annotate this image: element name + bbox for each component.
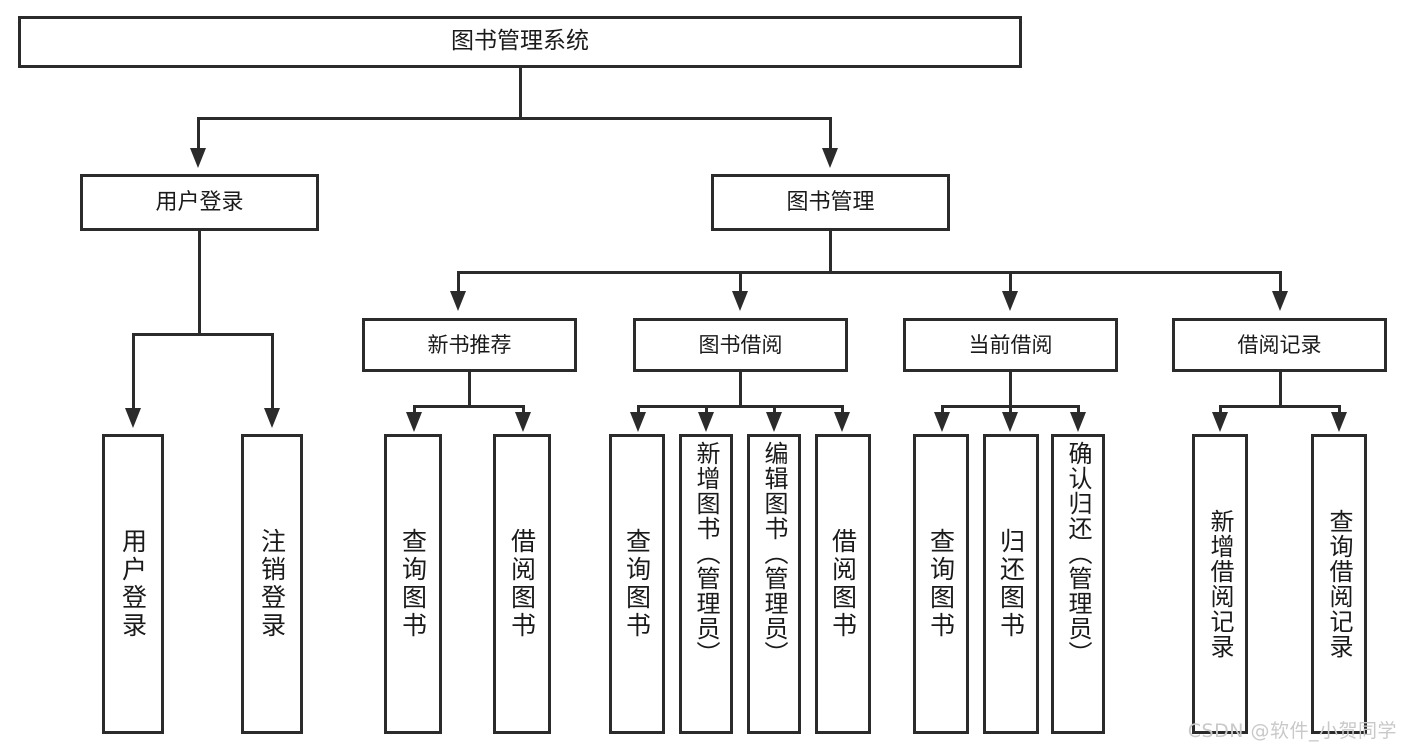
leaf-cb-query-book[interactable]: 查询图书 (913, 434, 969, 734)
connector-drop-cb-confirm (1077, 405, 1080, 415)
node-label: 查询借阅记录 (1325, 509, 1353, 659)
connector-drop-user-login (197, 117, 200, 151)
connector-drop-book-manage (829, 117, 832, 151)
arrow-borrow-record (1272, 291, 1288, 311)
leaf-bb-add-book[interactable]: 新增图书（管理员） (679, 434, 733, 734)
node-label: 查询图书 (398, 528, 428, 640)
node-current-borrow[interactable]: 当前借阅 (903, 318, 1118, 372)
connector-drop-br-query (1338, 405, 1341, 415)
node-label: 图书借阅 (698, 332, 783, 357)
connector-drop-bb-add (705, 405, 708, 415)
node-borrow-record[interactable]: 借阅记录 (1172, 318, 1387, 372)
arrow-leaf-user-login (125, 408, 141, 428)
connector-drop-cb-query (941, 405, 944, 415)
leaf-bb-borrow-book[interactable]: 借阅图书 (815, 434, 871, 734)
leaf-user-login[interactable]: 用户登录 (102, 434, 164, 734)
connector-borrow-record-bus (1219, 405, 1341, 408)
connector-drop-nb-query (413, 405, 416, 415)
node-label: 注销登录 (257, 528, 287, 640)
leaf-bb-edit-book[interactable]: 编辑图书（管理员） (747, 434, 801, 734)
arrow-book-borrow (732, 291, 748, 311)
node-label: 借阅记录 (1237, 332, 1322, 357)
connector-drop-book-borrow (739, 271, 742, 294)
connector-book-management-stem (829, 231, 832, 273)
connector-drop-bb-borrow (841, 405, 844, 415)
arrow-new-book-recommend (450, 291, 466, 311)
connector-new-book-stem (468, 372, 471, 408)
arrow-bb-edit-book (766, 412, 782, 432)
leaf-nb-query-book[interactable]: 查询图书 (384, 434, 442, 734)
connector-drop-leaf-logout (271, 333, 274, 411)
leaf-cb-return-book[interactable]: 归还图书 (983, 434, 1039, 734)
connector-level2-bus (197, 117, 832, 120)
arrow-leaf-logout (264, 408, 280, 428)
connector-drop-current-borrow (1009, 271, 1012, 294)
connector-drop-borrow-record (1279, 271, 1282, 294)
node-label: 归还图书 (996, 528, 1026, 640)
leaf-br-query-record[interactable]: 查询借阅记录 (1311, 434, 1367, 734)
node-label: 查询图书 (622, 528, 652, 640)
connector-book-borrow-stem (739, 372, 742, 408)
connector-drop-leaf-user-login (132, 333, 135, 411)
arrow-nb-borrow-book (515, 412, 531, 432)
arrow-bb-add-book (698, 412, 714, 432)
arrow-user-login (190, 148, 206, 168)
connector-drop-bb-query (637, 405, 640, 415)
node-label: 确认归还（管理员） (1064, 441, 1092, 666)
node-book-borrow[interactable]: 图书借阅 (633, 318, 848, 372)
node-label: 用户登录 (155, 189, 244, 215)
arrow-current-borrow (1002, 291, 1018, 311)
connector-level3-bus (457, 271, 1281, 274)
arrow-cb-return-book (1002, 412, 1018, 432)
node-book-management[interactable]: 图书管理 (711, 174, 950, 231)
connector-user-login-stem (198, 231, 201, 335)
leaf-logout[interactable]: 注销登录 (241, 434, 303, 734)
connector-borrow-record-stem (1279, 372, 1282, 408)
arrow-book-manage (822, 148, 838, 168)
leaf-nb-borrow-book[interactable]: 借阅图书 (493, 434, 551, 734)
connector-current-borrow-stem (1009, 372, 1012, 408)
connector-drop-bb-edit (773, 405, 776, 415)
node-label: 用户登录 (118, 528, 148, 640)
connector-drop-new-book (457, 271, 460, 294)
node-label: 借阅图书 (507, 528, 537, 640)
leaf-bb-query-book[interactable]: 查询图书 (609, 434, 665, 734)
connector-user-login-bus (132, 333, 274, 336)
node-label: 新书推荐 (427, 332, 512, 357)
node-root-system[interactable]: 图书管理系统 (18, 16, 1022, 68)
leaf-br-add-record[interactable]: 新增借阅记录 (1192, 434, 1248, 734)
arrow-bb-borrow-book (834, 412, 850, 432)
node-label: 新增借阅记录 (1206, 509, 1234, 659)
connector-drop-cb-return (1009, 405, 1012, 415)
arrow-cb-confirm-return (1070, 412, 1086, 432)
arrow-br-add-record (1212, 412, 1228, 432)
connector-book-borrow-bus (637, 405, 843, 408)
connector-drop-br-add (1219, 405, 1222, 415)
connector-root-stem (519, 68, 522, 118)
connector-new-book-bus (413, 405, 525, 408)
node-label: 借阅图书 (828, 528, 858, 640)
csdn-watermark: CSDN @软件_小贺同学 (1187, 720, 1397, 742)
connector-drop-nb-borrow (522, 405, 525, 415)
node-label: 新增图书（管理员） (692, 441, 720, 666)
arrow-cb-query-book (934, 412, 950, 432)
node-user-login[interactable]: 用户登录 (80, 174, 319, 231)
leaf-cb-confirm-return[interactable]: 确认归还（管理员） (1051, 434, 1105, 734)
node-label: 查询图书 (926, 528, 956, 640)
arrow-bb-query-book (630, 412, 646, 432)
node-label: 当前借阅 (968, 332, 1053, 357)
arrow-nb-query-book (406, 412, 422, 432)
node-label: 图书管理系统 (451, 28, 589, 55)
node-label: 编辑图书（管理员） (760, 441, 788, 666)
arrow-br-query-record (1331, 412, 1347, 432)
node-label: 图书管理 (786, 189, 875, 215)
node-new-book-recommend[interactable]: 新书推荐 (362, 318, 577, 372)
